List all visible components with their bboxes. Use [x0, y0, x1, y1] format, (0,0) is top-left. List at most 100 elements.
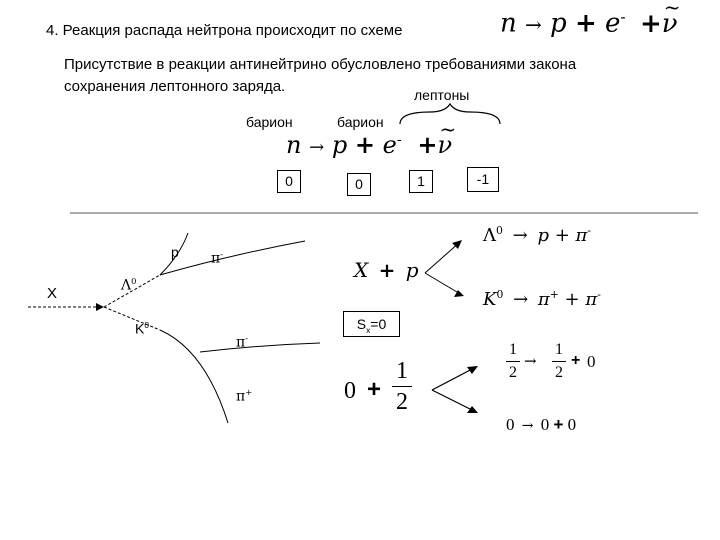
decay2-pion-1: π [537, 289, 550, 310]
spin-half-den: 2 [396, 389, 408, 415]
decay2-arrow: → [513, 289, 529, 310]
x-arrowhead [96, 303, 104, 311]
reaction-p: p [405, 258, 419, 282]
spin-eq2-arrow: → [521, 418, 534, 434]
spin-half-num: 1 [396, 358, 408, 384]
pi-minus-1-sup: - [220, 249, 224, 259]
decay1-pion: π [575, 225, 588, 246]
spin-eq1-den-1: 2 [509, 364, 517, 381]
spin-sum-zero: 0 [344, 378, 356, 404]
spin-arrow-down [431, 389, 477, 413]
leptons-label: лептоны [414, 87, 470, 103]
spin-eq2-zero-1: 0 [506, 415, 515, 434]
lambda-decay-equation: Λ0 → p + π- [483, 224, 591, 246]
baryon-label-2: барион [337, 114, 384, 130]
eq2-electron-sup: - [396, 132, 402, 148]
spin-eq2: 0 → 0 + 0 [506, 415, 576, 435]
spin-eq1-num-1: 1 [509, 341, 517, 358]
pi-plus-label: π+ [236, 387, 252, 405]
k-sup: 0 [144, 320, 150, 330]
spin-eq2-zero-2: 0 [540, 415, 550, 434]
eq-plus-1: + [574, 8, 597, 39]
reaction-plus: + [378, 258, 396, 282]
charge-box-antineutrino: -1 [467, 167, 499, 192]
eq2-tilde: ~ [439, 117, 457, 141]
eq-arrow: → [525, 12, 542, 37]
decay1-pion-sup: - [587, 224, 592, 237]
p-track [159, 232, 189, 276]
decay2-pion-1-sup: + [549, 288, 559, 301]
decay1-lambda: Λ [483, 225, 496, 246]
pi-minus-2-sup: - [245, 333, 249, 343]
proton-track-label: p [171, 244, 179, 260]
spin-eq2-plus: + [553, 415, 564, 434]
pi-minus-1-label: π- [211, 249, 223, 267]
k-track [103, 306, 161, 331]
pi-plus-track [159, 329, 229, 424]
x-particle-label: X [47, 285, 58, 302]
spin-eq1-arrow: → [524, 352, 537, 370]
eq-antineutrino: ν [661, 8, 678, 39]
eq2-antineutrino: ν [437, 131, 453, 159]
strangeness-box: Sx=0 [343, 311, 400, 337]
strangeness-sub: x [366, 324, 371, 335]
leptons-brace [399, 102, 501, 125]
reaction-x: X [354, 258, 369, 282]
lambda-symbol: Λ [121, 277, 132, 294]
heading-equation: n → p + e- +ν~ [500, 0, 681, 39]
strangeness-value: =0 [370, 316, 387, 332]
k-symbol: K [135, 320, 145, 337]
eq2-plus-1: + [354, 130, 375, 159]
pi-minus-2-label: π- [236, 333, 248, 351]
eq-electron-sup: - [620, 8, 626, 26]
heading-text: 4. Реакция распада нейтрона происходит п… [46, 22, 403, 39]
branch-arrow-up [424, 241, 461, 274]
charge-box-electron: 1 [409, 170, 433, 193]
paragraph-line-1: Присутствие в реакции антинейтрино обусл… [64, 56, 577, 73]
eq2-neutron: n [286, 131, 302, 159]
spin-arrowhead-down [467, 406, 478, 413]
spin-sum-plus: + [367, 376, 382, 403]
eq-electron: e [605, 8, 621, 39]
pi-minus-2-track [199, 342, 321, 353]
lambda-sup: 0 [131, 276, 137, 286]
decay2-kaon-sup: 0 [496, 288, 504, 301]
strangeness-s: S [356, 316, 367, 332]
spin-eq1-plus: + [571, 352, 581, 369]
spin-eq1-zero: 0 [587, 352, 596, 371]
decay1-plus: + [554, 225, 570, 246]
pi-plus-sup: + [245, 387, 253, 397]
k-decay-equation: K0 → π+ + π- [483, 288, 601, 310]
decay2-kaon: K [483, 289, 497, 310]
eq-plus-2: + [639, 8, 662, 39]
branch-arrowhead-up [452, 240, 462, 249]
decay2-pion-2-sup: - [597, 288, 601, 301]
decay2-plus: + [564, 289, 580, 310]
spin-arrowhead-up [467, 366, 478, 374]
reaction-x-plus-p: X + p [354, 258, 419, 282]
branch-arrowhead-down [454, 290, 464, 297]
eq2-arrow: → [309, 137, 325, 158]
pi-minus-1-symbol: π [211, 250, 221, 267]
pi-minus-2-symbol: π [236, 334, 246, 351]
charge-box-proton: 0 [347, 173, 371, 196]
spin-eq1-num-2: 1 [555, 341, 563, 358]
spin-eq2-zero-3: 0 [567, 415, 577, 434]
neutron-decay-equation: n → p + e- +ν~ [286, 117, 456, 159]
pi-plus-symbol: π [236, 388, 246, 405]
decay1-lambda-sup: 0 [496, 224, 503, 237]
eq2-electron: e [382, 131, 397, 159]
eq-neutron: n [500, 8, 517, 39]
eq2-proton: p [331, 131, 348, 159]
decay1-proton: p [537, 225, 549, 246]
branch-arrow-down [424, 272, 463, 296]
eq-tilde: ~ [663, 0, 681, 19]
spin-arrow-up [431, 366, 477, 391]
charge-box-neutron: 0 [277, 170, 301, 193]
spin-eq1-den-2: 2 [555, 364, 563, 381]
eq-proton: p [550, 8, 567, 39]
k-label: K0 [135, 320, 149, 337]
baryon-label-1: барион [246, 114, 293, 130]
decay1-arrow: → [512, 225, 528, 246]
